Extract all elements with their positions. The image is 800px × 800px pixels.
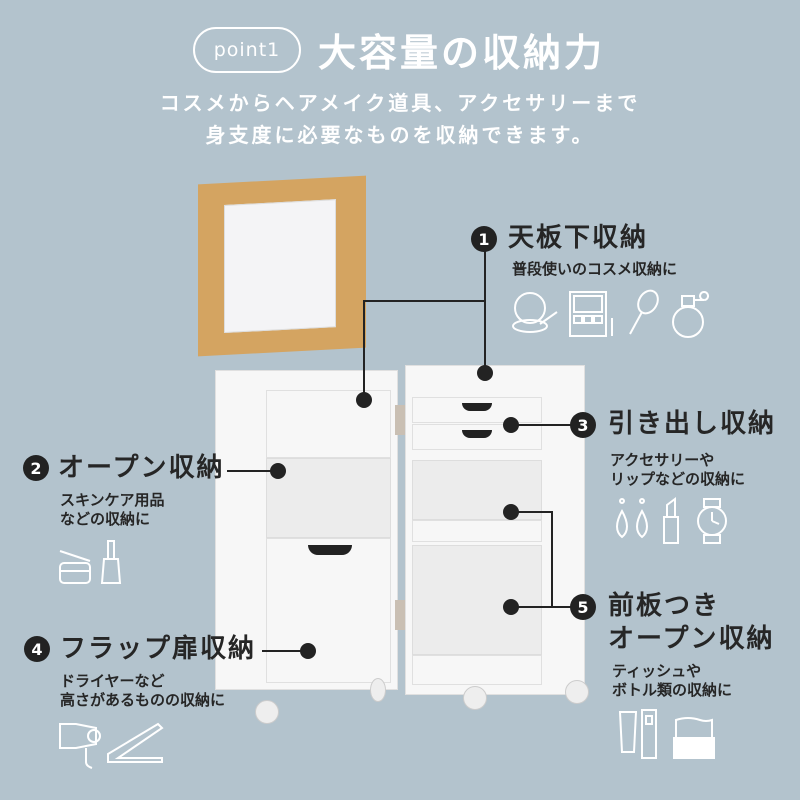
feature-title-3: 引き出し収納 (608, 409, 777, 439)
feature-number-2: 2 (23, 455, 49, 481)
feature-icons-2 (59, 540, 122, 584)
point-badge: point1 (193, 27, 301, 73)
nail-polish-icon (100, 540, 122, 584)
feature-desc-2b: などの収納に (60, 510, 151, 528)
pointer-dot-5a (503, 504, 519, 520)
leader-line-3 (510, 424, 580, 426)
feature-desc-3a: アクセサリーや (610, 451, 715, 469)
eyeshadow-palette-icon (569, 291, 613, 337)
lipstick-icon (663, 497, 679, 544)
feature-number-1: 1 (471, 226, 497, 252)
caster (463, 686, 487, 710)
subtitle-line-2: 身支度に必要なものを収納できます。 (205, 123, 595, 147)
pointer-dot-4 (300, 643, 316, 659)
feature-desc-2a: スキンケア用品 (60, 491, 165, 509)
leader-line-5c (510, 606, 580, 608)
pointer-dot-1a (356, 392, 372, 408)
compact-mirror-icon (512, 292, 558, 333)
hair-iron-icon (107, 722, 164, 763)
leader-line-5a (510, 511, 552, 513)
feature-desc-4b: 高さがあるものの収納に (60, 691, 226, 709)
leader-line-1b (363, 300, 485, 302)
feature-title-4: フラップ扉収納 (60, 634, 257, 664)
feature-desc-5b: ボトル類の収納に (612, 681, 733, 699)
feature-number-5: 5 (570, 594, 596, 620)
pointer-dot-1b (477, 365, 493, 381)
feature-number-4: 4 (24, 636, 50, 662)
feature-icons-4 (59, 722, 164, 769)
top-drawer-front (266, 390, 391, 458)
mirror-lid (198, 175, 366, 357)
leader-line-4 (262, 650, 307, 652)
flap-door (266, 538, 391, 683)
feature-icons-3 (616, 497, 727, 544)
pointer-dot-2 (270, 463, 286, 479)
mirror (224, 199, 336, 334)
caster (565, 680, 589, 704)
hairbrush-icon (629, 289, 659, 335)
pointer-dot-5b (503, 599, 519, 615)
feature-title-2: オープン収納 (58, 453, 225, 483)
lower-open-shelf (412, 545, 542, 655)
front-board-lower (412, 655, 542, 685)
feature-desc-5a: ティッシュや (612, 662, 702, 680)
feature-title-5b: オープン収納 (608, 624, 775, 654)
subtitle-line-1: コスメからヘアメイク道具、アクセサリーまで (159, 91, 641, 115)
tissue-box-icon (673, 717, 715, 759)
drawer-1-handle (462, 403, 492, 411)
flap-handle (308, 545, 352, 555)
caster (370, 678, 386, 702)
feature-icons-5 (618, 709, 715, 759)
perfume-bottle-icon (672, 291, 710, 338)
page-title: 大容量の収納力 (318, 31, 606, 75)
wristwatch-icon (697, 498, 727, 544)
open-shelf (266, 458, 391, 538)
drawer-2-handle (462, 430, 492, 438)
feature-desc-1: 普段使いのコスメ収納に (512, 260, 678, 278)
feature-desc-3b: リップなどの収納に (610, 470, 746, 488)
leader-line-5b (551, 511, 553, 607)
front-board-upper (412, 520, 542, 542)
feature-number-3: 3 (570, 412, 596, 438)
tube-bottle-icon (618, 709, 657, 759)
feature-title-5a: 前板つき (608, 591, 721, 621)
cream-jar-icon (59, 550, 91, 584)
caster (255, 700, 279, 724)
feature-desc-4a: ドライヤーなど (60, 672, 165, 690)
leader-line-1a (363, 300, 365, 400)
leader-line-2 (227, 470, 277, 472)
feature-title-1: 天板下収納 (508, 223, 649, 253)
hair-dryer-icon (59, 723, 101, 769)
feature-icons-1 (512, 289, 710, 338)
pointer-dot-3 (503, 417, 519, 433)
earrings-icon (616, 498, 648, 539)
upper-open-shelf (412, 460, 542, 520)
leader-line-1c (484, 245, 486, 373)
